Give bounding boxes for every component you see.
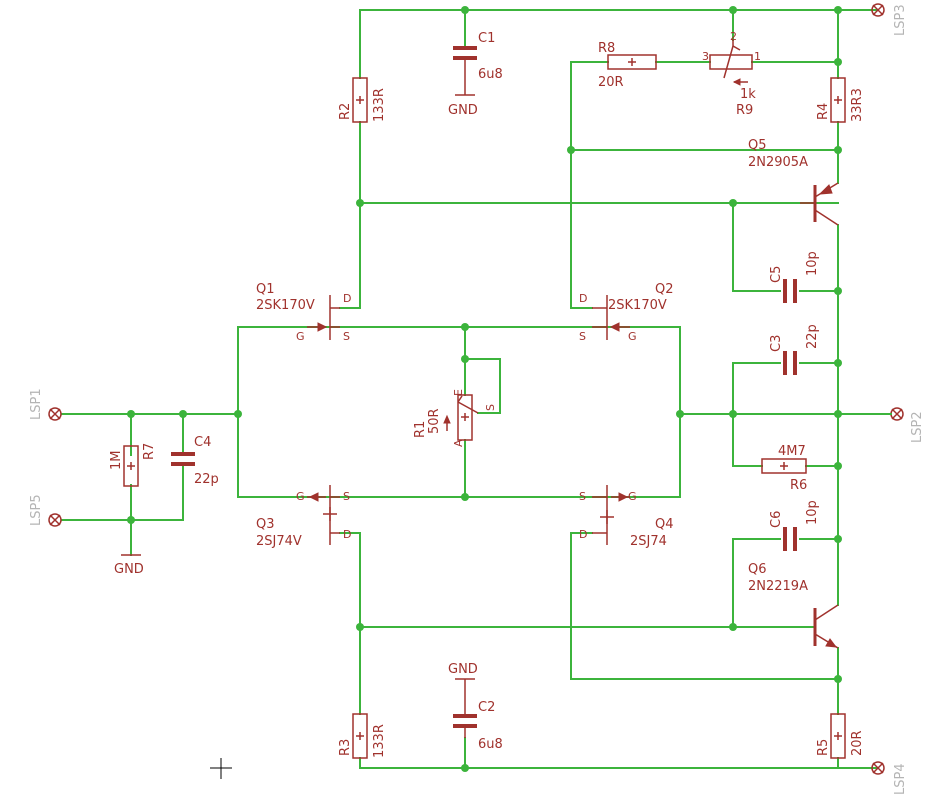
capacitor-c1-name: C1 bbox=[478, 31, 495, 46]
jfet-q2-value: 2SK170V bbox=[608, 298, 667, 313]
capacitor-c3-value: 22p bbox=[805, 324, 820, 349]
capacitor-c2-name: C2 bbox=[478, 700, 495, 715]
gnd-label-input: GND bbox=[114, 562, 144, 577]
capacitor-c3[interactable]: C3 22p bbox=[769, 324, 820, 375]
gnd-label-c1: GND bbox=[448, 103, 478, 118]
resistor-r3-name: R3 bbox=[338, 739, 353, 756]
resistor-r4-value: 33R3 bbox=[850, 88, 865, 122]
ground-symbol-input: GND bbox=[114, 554, 144, 577]
trimmer-r1[interactable]: E A S R1 50R bbox=[413, 389, 497, 447]
jfet-q1-value: 2SK170V bbox=[256, 298, 315, 313]
jfet-q2-pin-g: G bbox=[628, 330, 637, 343]
jfet-q4-value: 2SJ74 bbox=[630, 534, 667, 549]
capacitor-c5-name: C5 bbox=[769, 266, 784, 283]
capacitor-c4[interactable]: C4 22p bbox=[171, 435, 219, 487]
resistor-r7[interactable]: 1M R7 bbox=[109, 443, 157, 487]
capacitor-c2-value: 6u8 bbox=[478, 737, 503, 752]
resistor-r4-name: R4 bbox=[816, 103, 831, 120]
resistor-r6-name: R6 bbox=[790, 478, 807, 493]
wires bbox=[61, 9, 877, 769]
capacitor-c4-name: C4 bbox=[194, 435, 211, 450]
capacitor-c6[interactable]: C6 10p bbox=[769, 500, 820, 551]
terminal-lsp2[interactable]: LSP2 bbox=[890, 407, 925, 443]
jfet-q3-name: Q3 bbox=[256, 517, 275, 532]
resistor-r6[interactable]: 4M7 R6 bbox=[761, 444, 807, 493]
trimmer-r1-pin-s: S bbox=[484, 404, 497, 411]
jfet-q3-pin-g: G bbox=[296, 490, 305, 503]
resistor-r6-value: 4M7 bbox=[778, 444, 806, 459]
jfet-q1-pin-g: G bbox=[296, 330, 305, 343]
capacitor-c2[interactable]: GND C2 6u8 bbox=[448, 662, 503, 752]
resistor-r2[interactable]: R2 133R bbox=[338, 77, 387, 123]
jfet-q4-name: Q4 bbox=[655, 517, 674, 532]
capacitor-c5-value: 10p bbox=[805, 251, 820, 276]
terminal-lsp4-label: LSP4 bbox=[893, 763, 908, 795]
gnd-label-c2: GND bbox=[448, 662, 478, 677]
jfet-q3-value: 2SJ74V bbox=[256, 534, 302, 549]
resistor-r3[interactable]: R3 133R bbox=[338, 713, 387, 759]
trimmer-r9-name: R9 bbox=[736, 103, 753, 118]
terminal-lsp2-label: LSP2 bbox=[910, 411, 925, 443]
resistor-r8-value: 20R bbox=[598, 75, 624, 90]
jfet-q2[interactable]: Q2 2SK170V D S G bbox=[579, 282, 674, 343]
trimmer-r9-pin3: 3 bbox=[702, 50, 709, 63]
jfet-q3[interactable]: G S D Q3 2SJ74V bbox=[256, 485, 351, 549]
resistor-r8[interactable]: R8 20R bbox=[598, 41, 657, 90]
bjt-q5-value: 2N2905A bbox=[748, 155, 808, 170]
terminal-lsp1[interactable]: LSP1 bbox=[29, 388, 62, 421]
bjt-q6[interactable]: Q6 2N2219A bbox=[748, 562, 839, 649]
jfet-q4-pin-s: S bbox=[579, 490, 586, 503]
trimmer-r1-value: 50R bbox=[427, 408, 442, 434]
terminal-lsp5-label: LSP5 bbox=[29, 494, 44, 526]
resistor-r8-name: R8 bbox=[598, 41, 615, 56]
capacitor-c6-name: C6 bbox=[769, 511, 784, 528]
trimmer-r1-pin-a: A bbox=[452, 439, 465, 447]
bjt-q6-value: 2N2219A bbox=[748, 579, 808, 594]
trimmer-r1-pin-e: E bbox=[452, 389, 465, 396]
jfet-q2-name: Q2 bbox=[655, 282, 674, 297]
trimmer-r9-pin1: 1 bbox=[754, 50, 761, 63]
jfet-q1[interactable]: Q1 2SK170V D S G bbox=[256, 282, 351, 343]
capacitor-c1-value: 6u8 bbox=[478, 67, 503, 82]
capacitor-c1[interactable]: C1 6u8 GND bbox=[448, 31, 503, 118]
resistor-r7-value: 1M bbox=[109, 451, 124, 471]
trimmer-r9[interactable]: 2 3 1 1k R9 bbox=[702, 30, 761, 118]
jfet-q2-pin-d: D bbox=[579, 292, 587, 305]
resistor-r5[interactable]: R5 20R bbox=[816, 713, 865, 759]
capacitor-c4-value: 22p bbox=[194, 472, 219, 487]
jfet-q4-pin-g: G bbox=[628, 490, 637, 503]
jfet-q4-pin-d: D bbox=[579, 528, 587, 541]
capacitor-c6-value: 10p bbox=[805, 500, 820, 525]
terminal-lsp5[interactable]: LSP5 bbox=[29, 494, 62, 527]
resistor-r4[interactable]: R4 33R3 bbox=[816, 77, 865, 123]
jfet-q1-pin-d: D bbox=[343, 292, 351, 305]
terminal-lsp3[interactable]: LSP3 bbox=[871, 3, 908, 36]
trimmer-r9-pin2: 2 bbox=[730, 30, 737, 43]
bjt-q6-name: Q6 bbox=[748, 562, 767, 577]
trimmer-r9-value: 1k bbox=[740, 87, 756, 102]
bjt-q5[interactable]: Q5 2N2905A bbox=[748, 138, 839, 226]
terminal-lsp1-label: LSP1 bbox=[29, 388, 44, 420]
capacitor-c5[interactable]: C5 10p bbox=[769, 251, 820, 303]
capacitor-c3-name: C3 bbox=[769, 335, 784, 352]
jfet-q3-pin-s: S bbox=[343, 490, 350, 503]
resistor-r2-name: R2 bbox=[338, 103, 353, 120]
bjt-q5-name: Q5 bbox=[748, 138, 767, 153]
terminal-lsp3-label: LSP3 bbox=[893, 4, 908, 36]
trimmer-r1-name: R1 bbox=[413, 421, 428, 438]
terminal-lsp4[interactable]: LSP4 bbox=[871, 761, 908, 795]
resistor-r7-name: R7 bbox=[142, 443, 157, 460]
jfet-q1-pin-s: S bbox=[343, 330, 350, 343]
jfet-q4[interactable]: S G D Q4 2SJ74 bbox=[579, 485, 674, 549]
crosshair-cursor-icon bbox=[210, 758, 232, 779]
resistor-r5-name: R5 bbox=[816, 739, 831, 756]
jfet-q3-pin-d: D bbox=[343, 528, 351, 541]
junction-dots bbox=[127, 6, 842, 772]
resistor-r2-value: 133R bbox=[372, 88, 387, 122]
resistor-r3-value: 133R bbox=[372, 724, 387, 758]
jfet-q1-name: Q1 bbox=[256, 282, 275, 297]
jfet-q2-pin-s: S bbox=[579, 330, 586, 343]
resistor-r5-value: 20R bbox=[850, 730, 865, 756]
